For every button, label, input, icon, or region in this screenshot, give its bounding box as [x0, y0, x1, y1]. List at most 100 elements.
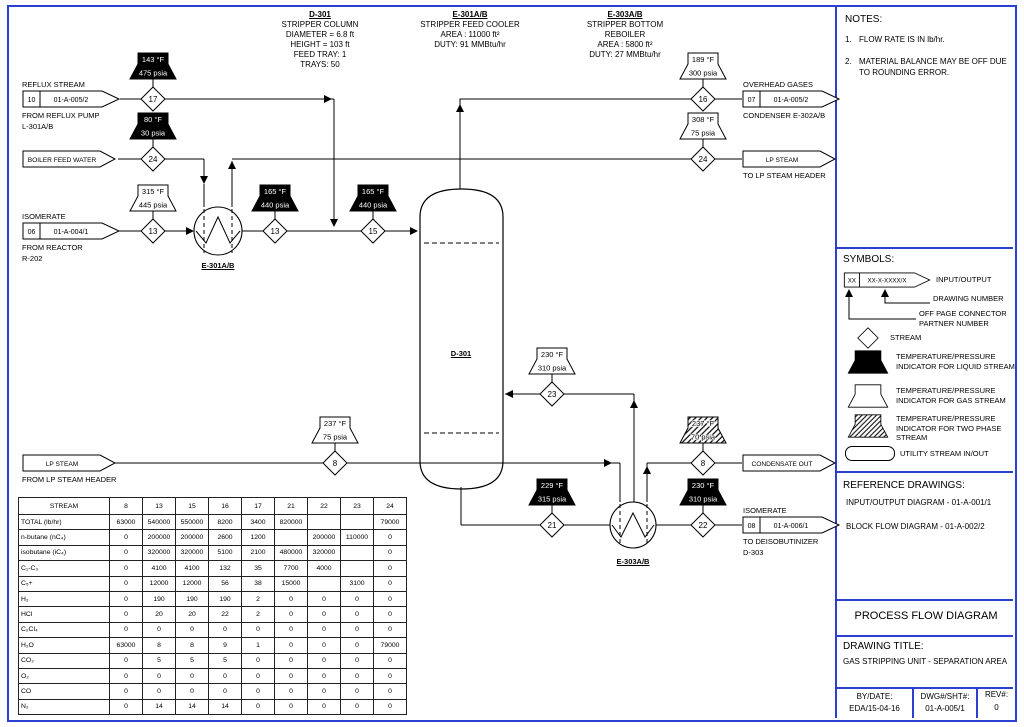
stream-table-cell: 0	[373, 529, 407, 546]
stream-table-cell: 22	[208, 606, 242, 623]
stream-table-cell: 0	[109, 683, 143, 700]
symbols-title: SYMBOLS:	[843, 254, 895, 265]
legend-utility-shape	[845, 446, 895, 461]
stream-table-cell: 0	[109, 544, 143, 562]
stream-table-cell: 0	[274, 637, 308, 654]
stream-table-cell: 0	[373, 544, 407, 562]
column-tag: D-301	[450, 349, 472, 358]
svg-text:229 °F: 229 °F	[541, 481, 564, 490]
overhead-title: OVERHEAD GASES	[743, 80, 814, 89]
tp-indicator-24-left: 80 °F30 psia	[129, 112, 177, 148]
stream-diamond-21: 21	[539, 512, 565, 538]
stream-table-cell: 0	[274, 683, 308, 700]
stream-table-cell	[340, 544, 374, 562]
stream-table-cell: 15000	[274, 575, 308, 592]
svg-text:22: 22	[699, 521, 708, 530]
stream-table-cell: 0	[340, 698, 374, 716]
stream-table-cell: 4000	[307, 560, 341, 577]
stream-table-cell: 0	[274, 621, 308, 639]
legend-gas-indicator	[847, 384, 889, 408]
io-arrow-reflux: 10 01-A-005/2	[22, 90, 121, 108]
svg-text:XX-X-XXXX/X: XX-X-XXXX/X	[867, 278, 907, 285]
stream-table-cell: 0	[109, 560, 143, 577]
stream-table-cell: 2100	[241, 544, 275, 562]
sheet-border	[7, 5, 1017, 722]
stream-table-cell: 4100	[142, 560, 176, 577]
stream-table-cell: 200000	[142, 529, 176, 546]
svg-text:07: 07	[748, 97, 756, 104]
stream-table-cell: 5	[175, 652, 209, 669]
stream-table-cell: 200000	[175, 529, 209, 546]
stream-table-cell: 8	[175, 637, 209, 654]
isomerate-in-sub1: FROM REACTOR	[22, 243, 83, 252]
io-arrow-isomerate-in: 06 01-A-004/1	[22, 222, 121, 240]
svg-text:LP STEAM: LP STEAM	[766, 157, 799, 164]
svg-text:230 °F: 230 °F	[692, 481, 715, 490]
stream-table-cell: 0	[307, 606, 341, 623]
isomerate-out-sub2: D-303	[743, 548, 764, 557]
feed-cooler-shell	[193, 206, 243, 256]
stream-table-cell: 0	[307, 683, 341, 700]
stream-table-cell: 2600	[208, 529, 242, 546]
stream-table-cell: 0	[274, 698, 308, 716]
svg-text:01-A-004/1: 01-A-004/1	[54, 229, 89, 236]
drawing-title-label: DRAWING TITLE:	[843, 641, 924, 652]
stream-table-cell: 0	[340, 667, 374, 685]
vapor-return-line	[505, 393, 635, 502]
panel-divider	[835, 7, 837, 718]
stream-table-cell: 0	[373, 606, 407, 623]
svg-text:70 psia: 70 psia	[691, 433, 716, 442]
stream-table-cell: 0	[208, 683, 242, 700]
stream-table-cell: 2	[241, 590, 275, 608]
stream-table-cell: 0	[340, 606, 374, 623]
stream-table-cell: 0	[109, 590, 143, 608]
stream-table-header-cell: 17	[241, 497, 275, 515]
stream-table-cell: 63000	[109, 513, 143, 531]
io-arrow-bfw: BOILER FEED WATER	[22, 150, 117, 168]
svg-text:23: 23	[548, 390, 557, 399]
stream-table-cell: 0	[109, 529, 143, 546]
stream-table-header-cell: 21	[274, 497, 308, 515]
stream-table-cell: 0	[109, 667, 143, 685]
stream-table-cell: 0	[274, 590, 308, 608]
stream-table-cell: 190	[175, 590, 209, 608]
svg-text:165 °F: 165 °F	[264, 187, 287, 196]
rev-value: 0	[994, 703, 999, 712]
stream-table-cell: 320000	[175, 544, 209, 562]
stream-table-cell: 0	[142, 683, 176, 700]
stream-table-cell: 0	[208, 621, 242, 639]
reflux-sub1: FROM REFLUX PUMP	[22, 111, 100, 120]
svg-text:315 psia: 315 psia	[538, 495, 567, 504]
notes-title: NOTES:	[845, 14, 883, 25]
stream-table-cell	[307, 513, 341, 531]
stamp-divider-1	[912, 689, 914, 718]
legend-leaders	[848, 297, 930, 320]
stream-table-cell: 0	[175, 667, 209, 685]
io-arrow-lp-steam-in: LP STEAM	[22, 454, 117, 472]
stream-table-cell: 0	[340, 637, 374, 654]
tp-indicator-8-steam: 237 °F75 psia	[311, 416, 359, 452]
io-arrow-condensate: CONDENSATE OUT	[742, 454, 837, 472]
stream-table-cell: 0	[241, 667, 275, 685]
legend-two-phase-indicator	[847, 414, 889, 438]
stream-table-cell: 0	[373, 652, 407, 669]
stream-table-header-cell: 22	[307, 497, 341, 515]
stream-table-cell: 14	[175, 698, 209, 716]
io-arrow-lp-steam-out: LP STEAM	[742, 150, 837, 168]
stream-table-cell: 56	[208, 575, 242, 592]
svg-text:237 °F: 237 °F	[324, 419, 347, 428]
stream-table-cell: 3400	[241, 513, 275, 531]
